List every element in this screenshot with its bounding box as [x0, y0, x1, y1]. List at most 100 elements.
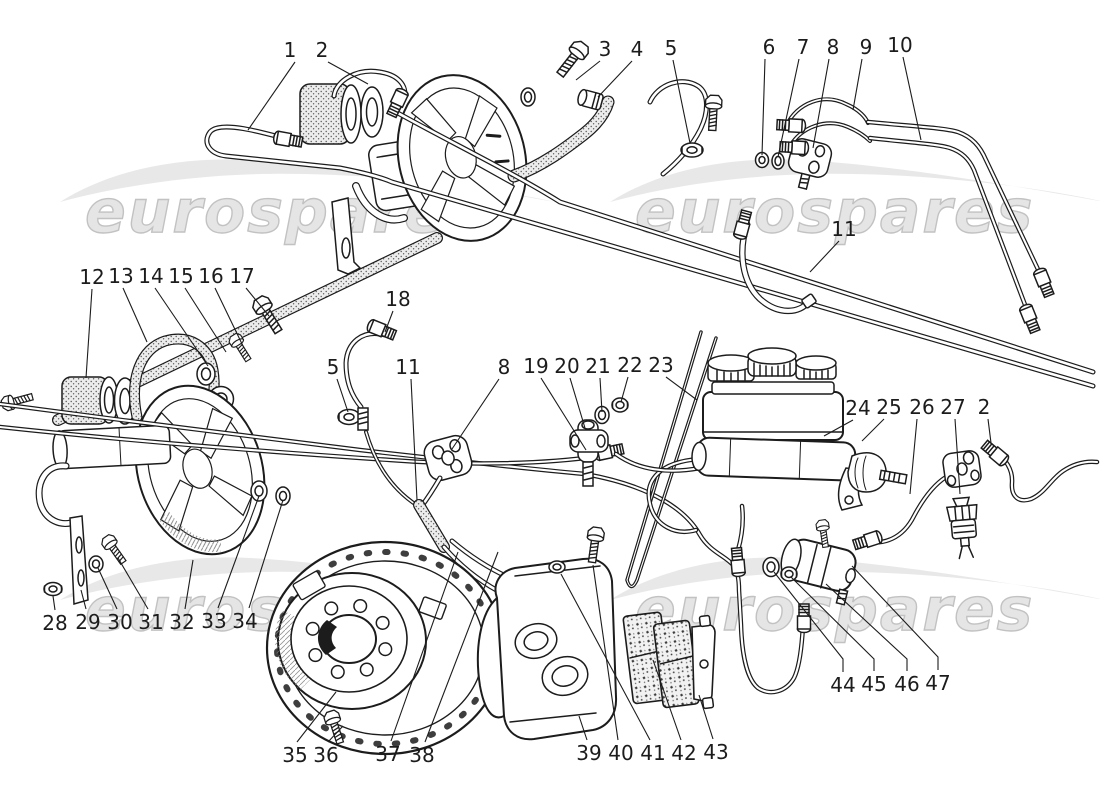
callout-leader	[569, 377, 586, 429]
callout-leader	[812, 58, 830, 149]
callout-leader	[184, 559, 194, 610]
callout-leader	[672, 59, 691, 144]
callout-leader	[384, 310, 394, 333]
callout-leader	[823, 419, 854, 437]
callout-leader	[825, 583, 908, 671]
callout-leader	[987, 418, 992, 444]
callout-leader	[597, 60, 633, 98]
callout-label-2: 2	[978, 395, 991, 419]
fastener-group-top	[520, 37, 604, 111]
chassis-pipes	[0, 330, 812, 695]
callout-leader	[861, 418, 885, 442]
callout-label-29: 29	[75, 610, 100, 634]
callout-label-15: 15	[168, 264, 193, 288]
callout-label-42: 42	[671, 741, 696, 765]
callout-leader	[327, 61, 369, 85]
callout-leader	[698, 694, 714, 740]
booster-dish-front	[396, 74, 528, 242]
callout-label-7: 7	[797, 35, 810, 59]
nut	[337, 408, 361, 426]
callout-leader	[217, 495, 260, 609]
callout-label-14: 14	[138, 264, 163, 288]
callout-label-28: 28	[42, 611, 67, 635]
brake-caliper	[476, 525, 618, 741]
callout-label-12: 12	[79, 265, 104, 289]
callout-leader	[410, 378, 418, 501]
callout-label-5: 5	[327, 355, 340, 379]
callout-leader	[97, 567, 118, 610]
hub-bolt-hole	[378, 642, 393, 657]
callout-leader	[773, 571, 844, 672]
callout-leader	[761, 58, 766, 156]
brake-disc	[265, 540, 505, 756]
callout-leader	[327, 725, 344, 743]
hose-9	[775, 97, 872, 156]
callout-label-39: 39	[576, 741, 601, 765]
callout-label-32: 32	[169, 610, 194, 634]
callout-leader	[560, 573, 651, 741]
callout-label-25: 25	[876, 395, 901, 419]
brake-pipe-2	[331, 68, 1096, 375]
callout-label-31: 31	[138, 610, 163, 634]
pipes-10	[865, 119, 1057, 335]
callout-leader	[902, 56, 922, 141]
callout-leader	[652, 659, 682, 741]
callout-leader	[122, 287, 148, 343]
hub-bolt-hole	[330, 664, 345, 680]
hub-bolt-hole	[324, 601, 339, 616]
callout-leader	[214, 287, 244, 347]
callout-leader	[85, 288, 93, 379]
callout-label-19: 19	[523, 354, 548, 378]
hub-bolt-hole	[305, 621, 320, 636]
callout-leader	[575, 60, 601, 81]
callout-leader	[245, 287, 270, 317]
brake-pipe-1	[204, 124, 1096, 389]
union-3way	[423, 434, 473, 482]
reservoir-cap	[747, 347, 797, 377]
callout-label-8: 8	[827, 35, 840, 59]
master-cylinder	[613, 347, 908, 578]
brake-switch-group	[851, 438, 1100, 560]
callout-label-34: 34	[232, 609, 257, 633]
callout-leader	[184, 287, 227, 353]
callout-label-45: 45	[861, 672, 886, 696]
callout-leader	[540, 377, 587, 451]
callout-label-18: 18	[385, 287, 410, 311]
t-union	[942, 450, 982, 488]
callout-label-27: 27	[940, 395, 965, 419]
callout-label-13: 13	[108, 264, 133, 288]
callout-label-47: 47	[925, 671, 950, 695]
pushrod	[878, 469, 908, 485]
callout-label-21: 21	[585, 354, 610, 378]
watermark-text: eurospares	[635, 177, 1034, 247]
hub-bolt-hole	[359, 662, 374, 677]
callout-leader	[851, 565, 939, 670]
callout-leader	[247, 61, 296, 131]
mounting-clamp	[35, 462, 89, 605]
callout-label-37: 37	[375, 742, 400, 766]
pressure-regulator	[762, 518, 857, 606]
hub-bolt-hole	[375, 615, 390, 630]
brake-booster-front	[299, 74, 615, 275]
callout-leader	[909, 418, 918, 495]
callout-label-30: 30	[107, 610, 132, 634]
callout-label-6: 6	[763, 35, 776, 59]
callout-label-9: 9	[860, 35, 873, 59]
nut	[43, 581, 63, 597]
callout-label-5: 5	[665, 36, 678, 60]
callout-leader	[620, 376, 629, 403]
union-4way	[569, 397, 629, 487]
callout-leader	[390, 551, 459, 742]
callout-label-23: 23	[648, 353, 673, 377]
brake-light-switch	[945, 496, 978, 560]
callout-leader	[954, 418, 961, 495]
hub-bolt-hole	[308, 648, 323, 663]
callout-label-1: 1	[284, 38, 297, 62]
callout-leader	[599, 377, 603, 413]
callout-leader	[154, 287, 209, 367]
callout-label-33: 33	[201, 609, 226, 633]
callout-leader	[296, 691, 337, 743]
callout-leader	[777, 58, 800, 158]
